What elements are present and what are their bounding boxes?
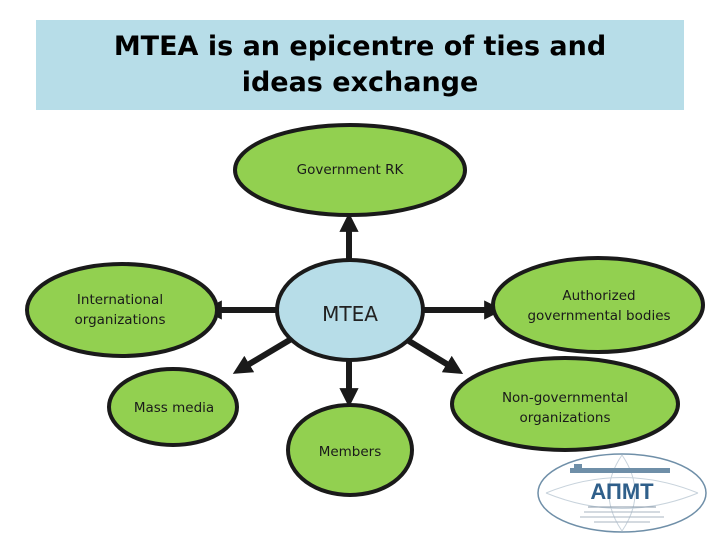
organization-logo: АПМТ: [537, 453, 707, 533]
authorized-label: Authorized governmental bodies: [527, 288, 671, 324]
authorized-node: [491, 256, 705, 354]
international-label: International organizations: [74, 292, 166, 328]
members-label: Members: [318, 444, 382, 460]
center-node: [275, 258, 425, 362]
government-node: [233, 123, 467, 217]
arrow-to-mass-media: [232, 335, 295, 374]
logo-text: АПМТ: [590, 479, 654, 504]
center-label: MTEA: [322, 302, 378, 326]
ngo-node: [450, 356, 680, 452]
mass-media-node: [107, 367, 239, 447]
international-node: [25, 262, 219, 358]
government-label: Government RK: [296, 162, 404, 178]
mass-media-label: Mass media: [133, 400, 215, 416]
connector-arrows: [202, 212, 504, 408]
slide-title: MTEA is an epicentre of ties and ideas e…: [113, 31, 607, 98]
title-banner: MTEA is an epicentre of ties and ideas e…: [36, 20, 684, 110]
members-node: [286, 403, 414, 497]
ngo-label: Non-governmental organizations: [501, 390, 629, 426]
arrow-to-ngo: [402, 335, 464, 374]
